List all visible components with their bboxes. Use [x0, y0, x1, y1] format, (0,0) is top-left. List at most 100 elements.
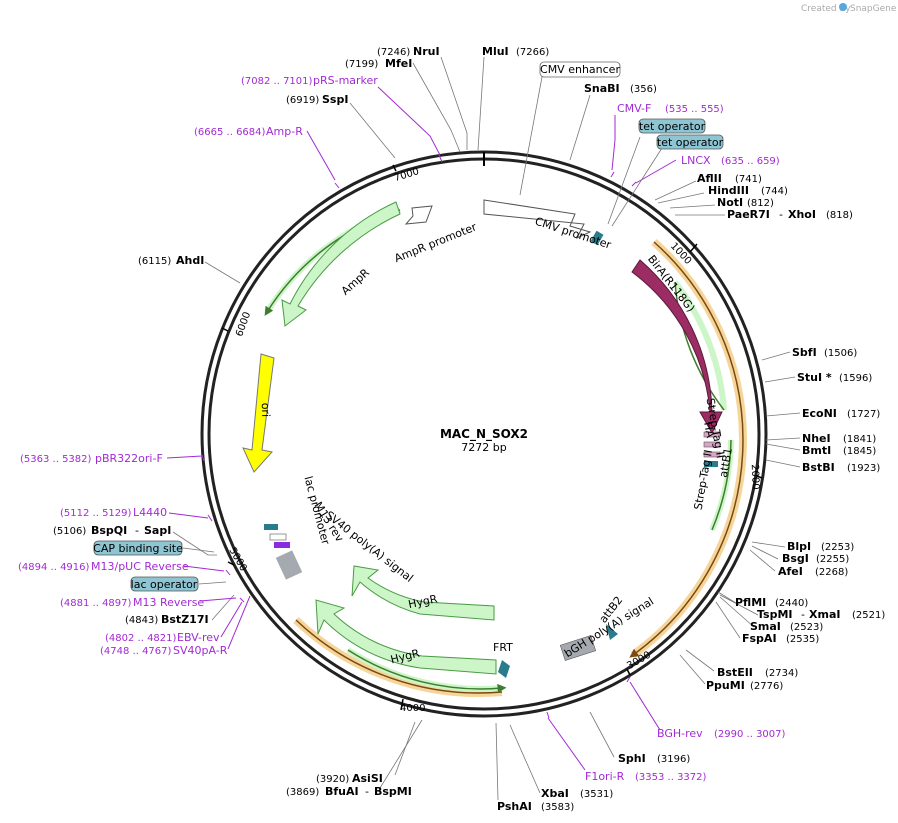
site-fspai: FspAI — [742, 632, 777, 645]
site-smai: SmaI — [750, 620, 781, 633]
primer-cmvf: CMV-F — [617, 102, 651, 115]
primer-pbr-range: (5363 .. 5382) — [20, 454, 92, 465]
primer-ebv: EBV-rev — [177, 631, 220, 644]
primer-prs-range: (7082 .. 7101) — [241, 76, 313, 87]
site-hindiii-pos: (744) — [761, 186, 788, 197]
site-nrui-pos: (7246) — [377, 47, 410, 58]
frt-box — [498, 660, 510, 678]
hygr-1-label: HygR — [407, 592, 439, 611]
site-hindiii: HindIII — [708, 184, 749, 197]
hygr-arrow-2 — [315, 599, 497, 675]
strep-tag-2-label: Strep-Tag II — [692, 449, 715, 511]
tick-2000: 2000 — [749, 464, 761, 490]
site-xmai-pos: (2521) — [852, 610, 885, 621]
primer-ampr: Amp-R — [266, 125, 303, 138]
site-afei-pos: (2268) — [815, 567, 848, 578]
site-nhei: NheI — [802, 432, 831, 445]
site-bspqi-sep: - — [135, 524, 139, 537]
orange-feature-arcs — [293, 239, 747, 698]
cap-feature — [264, 524, 278, 530]
primer-f1ori-range: (3353 .. 3372) — [635, 772, 707, 783]
primer-lncx-range: (635 .. 659) — [721, 156, 780, 167]
site-pflmi-pos: (2440) — [775, 598, 808, 609]
primer-prs: pRS-marker — [313, 74, 378, 87]
site-bfuai: BfuAI — [325, 785, 359, 798]
site-pflmi: PflMI — [735, 596, 766, 609]
site-sbfi: SbfI — [792, 346, 817, 359]
site-bsgi-pos: (2255) — [816, 554, 849, 565]
tick-7000: 7000 — [393, 166, 421, 184]
site-stui-pos: (1596) — [839, 373, 872, 384]
m13-feature — [274, 542, 290, 548]
primer-bgh-range: (2990 .. 3007) — [714, 729, 786, 740]
site-bstbi-pos: (1923) — [847, 463, 880, 474]
site-paer7i: PaeR7I — [727, 208, 770, 221]
strep-tag-1 — [703, 431, 721, 438]
site-bmti-pos: (1845) — [843, 446, 876, 457]
primer-marks — [201, 154, 637, 719]
strep-tag-2 — [703, 451, 721, 458]
features — [242, 199, 723, 678]
site-fspai-pos: (2535) — [786, 634, 819, 645]
site-xhoi-pos: (818) — [826, 210, 853, 221]
site-ahdi: AhdI — [176, 254, 204, 267]
tick-4000: 4000 — [400, 703, 425, 714]
primer-pbr: pBR322ori-F — [95, 452, 163, 465]
site-bstbi: BstBI — [802, 461, 835, 474]
primer-leader-lines — [166, 86, 677, 771]
ha-tag — [703, 441, 721, 448]
site-econi-pos: (1727) — [847, 409, 880, 420]
cap-binding-site-box: CAP binding site — [93, 542, 183, 555]
site-noti: NotI — [717, 196, 743, 209]
watermark-prefix: Created by — [801, 4, 851, 14]
primer-m13rev: M13 Reverse — [133, 596, 204, 609]
primer-lncx: LNCX — [681, 154, 711, 167]
site-snabi-pos: (356) — [630, 84, 657, 95]
site-blpi-pos: (2253) — [821, 542, 854, 553]
ampr-promoter-arrow — [404, 205, 433, 225]
bgh-feature — [559, 635, 597, 661]
primer-cmvf-range: (535 .. 555) — [665, 104, 724, 115]
primer-ebv-range: (4802 .. 4821) — [105, 633, 177, 644]
site-ppumi-pos: (2776) — [750, 681, 783, 692]
birA-arrow — [631, 259, 723, 435]
site-aflii: AflII — [697, 172, 722, 185]
site-bstz17i: BstZ17I — [161, 613, 209, 626]
watermark-brand: SnapGene — [850, 4, 897, 14]
ha-label: HA — [701, 421, 717, 439]
site-smai-pos: (2523) — [790, 622, 823, 633]
lac-promoter-feature — [269, 533, 287, 541]
frt-label: FRT — [493, 641, 513, 654]
center-label: MAC_N_SOX2 7272 bp — [440, 427, 528, 454]
site-leader-lines — [172, 56, 801, 801]
site-xbai-pos: (3531) — [580, 789, 613, 800]
site-snabi: SnaBI — [584, 82, 620, 95]
site-ppumi: PpuMI — [706, 679, 745, 692]
site-econi: EcoNI — [802, 407, 837, 420]
sv40-feature — [275, 550, 303, 580]
site-mlui: MluI — [482, 45, 509, 58]
primer-f1ori: F1ori-R — [585, 770, 625, 783]
site-nrui: NruI — [413, 45, 440, 58]
primer-l4440-range: (5112 .. 5129) — [60, 508, 132, 519]
site-ahdi-pos: (6115) — [138, 256, 171, 267]
site-labels: (7246) NruI MluI (7266) (7199) MfeI (691… — [53, 45, 885, 813]
site-blpi: BlpI — [787, 540, 811, 553]
primer-m13rev-range: (4881 .. 4897) — [60, 598, 132, 609]
ampr-promoter-label: AmpR promoter — [393, 220, 479, 265]
site-sbfi-pos: (1506) — [824, 348, 857, 359]
site-aflii-pos: (741) — [735, 174, 762, 185]
primer-bgh: BGH-rev — [657, 727, 703, 740]
tet-operator-2-box: tet operator — [657, 136, 724, 149]
site-bfuai-sep: - — [365, 785, 369, 798]
primer-ampr-range: (6665 .. 6684) — [194, 127, 266, 138]
primer-m13puc: M13/pUC Reverse — [91, 560, 189, 573]
site-bmti: BmtI — [802, 444, 831, 457]
primer-sv40pa-range: (4748 .. 4767) — [100, 646, 172, 657]
primer-l4440: L4440 — [133, 506, 167, 519]
snapgene-watermark: Created by SnapGene — [801, 3, 897, 14]
site-paer7i-sep: - — [779, 208, 783, 221]
site-sapi: SapI — [144, 524, 171, 537]
site-xmai: XmaI — [809, 608, 840, 621]
attb2-arrow — [606, 624, 618, 640]
